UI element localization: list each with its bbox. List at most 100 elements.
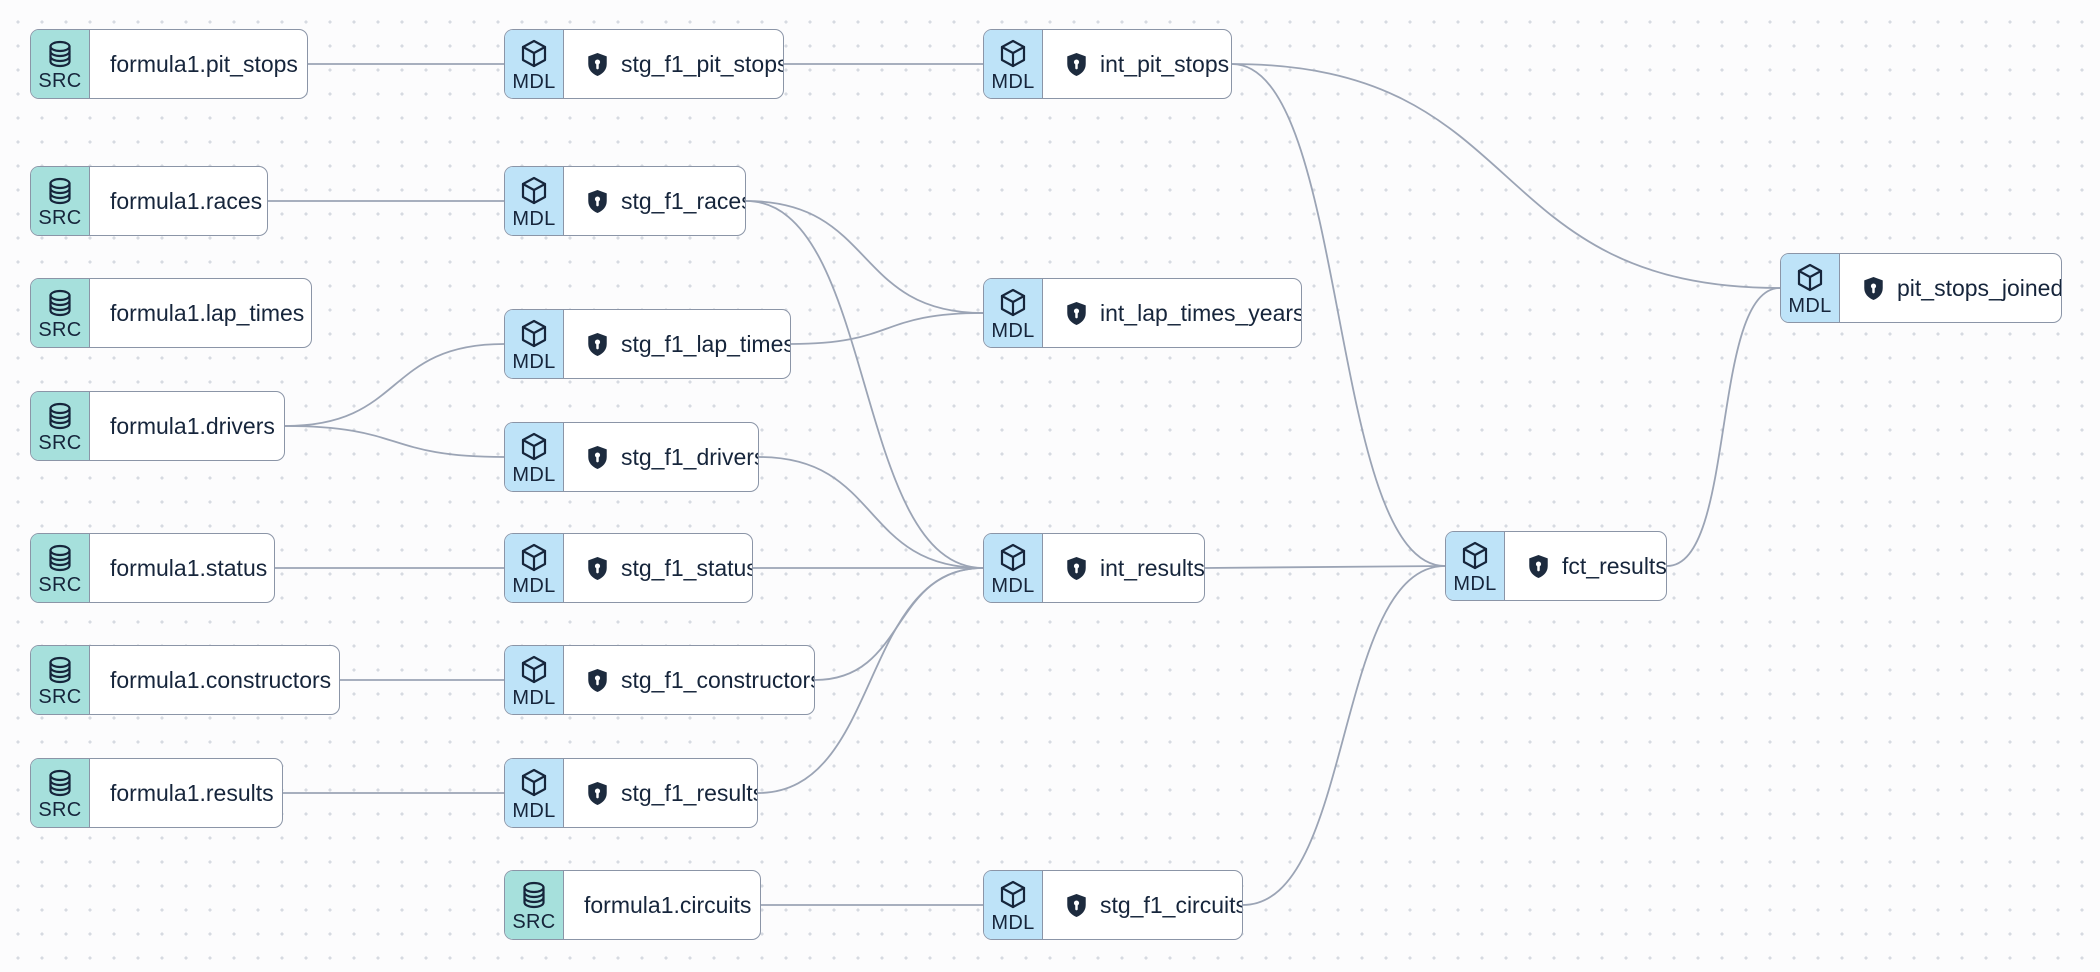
node-label: pit_stops_joined	[1897, 274, 2061, 301]
node-src_circuits[interactable]: SRC formula1.circuits	[504, 870, 761, 940]
node-type-badge: SRC	[31, 646, 90, 714]
node-type-label: SRC	[38, 431, 82, 454]
node-type-label: MDL	[512, 350, 556, 373]
node-type-label: SRC	[38, 798, 82, 821]
node-label: fct_results	[1562, 552, 1666, 579]
node-stg_f1_circuits[interactable]: MDL stg_f1_circuits	[983, 870, 1243, 940]
database-icon	[518, 879, 550, 911]
node-stg_f1_constructors[interactable]: MDL stg_f1_constructors	[504, 645, 815, 715]
edge-stg_f1_drivers-to-int_results	[758, 456, 984, 569]
node-body: stg_f1_circuits	[1043, 871, 1242, 939]
shield-icon	[584, 555, 611, 582]
node-type-badge: SRC	[31, 534, 90, 602]
node-type-label: MDL	[1788, 294, 1832, 317]
cube-icon	[517, 430, 551, 464]
node-label: stg_f1_circuits	[1100, 891, 1242, 918]
node-int_lap_times_years[interactable]: MDL int_lap_times_years	[983, 278, 1302, 348]
cube-icon	[517, 317, 551, 351]
node-type-badge: MDL	[984, 534, 1043, 602]
node-body: stg_f1_constructors	[564, 646, 814, 714]
node-pit_stops_joined[interactable]: MDL pit_stops_joined	[1780, 253, 2062, 323]
node-type-label: MDL	[991, 911, 1035, 934]
node-src_status[interactable]: SRC formula1.status	[30, 533, 275, 603]
node-fct_results[interactable]: MDL fct_results	[1445, 531, 1667, 601]
node-label: stg_f1_races	[621, 187, 745, 214]
shield-icon	[1063, 300, 1090, 327]
node-src_pit_stops[interactable]: SRC formula1.pit_stops	[30, 29, 308, 99]
node-label: stg_f1_pit_stops	[621, 50, 783, 77]
node-stg_f1_drivers[interactable]: MDL stg_f1_drivers	[504, 422, 759, 492]
node-body: stg_f1_status	[564, 534, 752, 602]
node-int_results[interactable]: MDL int_results	[983, 533, 1205, 603]
node-stg_f1_results[interactable]: MDL stg_f1_results	[504, 758, 758, 828]
edge-int_pit_stops-to-pit_stops_joined	[1231, 63, 1781, 289]
node-body: formula1.status	[90, 534, 274, 602]
node-body: pit_stops_joined	[1840, 254, 2061, 322]
shield-icon	[1063, 892, 1090, 919]
node-src_constructors[interactable]: SRC formula1.constructors	[30, 645, 340, 715]
edge-fct_results-to-pit_stops_joined	[1666, 287, 1781, 567]
database-icon	[44, 654, 76, 686]
edge-int_results-to-fct_results	[1204, 565, 1446, 569]
node-type-badge: MDL	[505, 167, 564, 235]
node-body: stg_f1_races	[564, 167, 745, 235]
node-body: formula1.pit_stops	[90, 30, 307, 98]
shield-icon	[584, 444, 611, 471]
node-type-badge: MDL	[984, 30, 1043, 98]
node-type-label: MDL	[991, 319, 1035, 342]
node-type-label: MDL	[512, 686, 556, 709]
edge-src_drivers-to-stg_f1_lap_times	[284, 343, 505, 427]
node-type-label: SRC	[38, 69, 82, 92]
node-label: formula1.status	[110, 554, 268, 581]
node-label: stg_f1_constructors	[621, 666, 814, 693]
node-type-badge: MDL	[505, 310, 564, 378]
node-type-badge: MDL	[1781, 254, 1840, 322]
node-type-label: MDL	[512, 70, 556, 93]
cube-icon	[517, 174, 551, 208]
shield-icon	[584, 51, 611, 78]
node-int_pit_stops[interactable]: MDL int_pit_stops	[983, 29, 1232, 99]
node-body: stg_f1_drivers	[564, 423, 758, 491]
cube-icon	[517, 766, 551, 800]
node-type-badge: MDL	[505, 30, 564, 98]
node-type-label: SRC	[38, 573, 82, 596]
node-src_lap_times[interactable]: SRC formula1.lap_times	[30, 278, 312, 348]
node-src_races[interactable]: SRC formula1.races	[30, 166, 268, 236]
edge-stg_f1_lap_times-to-int_lap_times_years	[790, 312, 984, 345]
cube-icon	[996, 37, 1030, 71]
cube-icon	[517, 37, 551, 71]
node-type-badge: MDL	[505, 534, 564, 602]
node-body: formula1.circuits	[564, 871, 760, 939]
node-label: int_lap_times_years	[1100, 299, 1301, 326]
node-type-badge: MDL	[505, 423, 564, 491]
node-type-badge: SRC	[505, 871, 564, 939]
edge-stg_f1_constructors-to-int_results	[814, 567, 984, 681]
node-body: fct_results	[1505, 532, 1666, 600]
node-type-label: MDL	[1453, 572, 1497, 595]
node-stg_f1_status[interactable]: MDL stg_f1_status	[504, 533, 753, 603]
edge-stg_f1_circuits-to-fct_results	[1242, 565, 1446, 906]
node-body: formula1.constructors	[90, 646, 339, 714]
database-icon	[44, 767, 76, 799]
node-stg_f1_lap_times[interactable]: MDL stg_f1_lap_times	[504, 309, 791, 379]
node-stg_f1_pit_stops[interactable]: MDL stg_f1_pit_stops	[504, 29, 784, 99]
node-body: int_pit_stops	[1043, 30, 1231, 98]
node-body: stg_f1_pit_stops	[564, 30, 783, 98]
node-label: stg_f1_lap_times	[621, 330, 790, 357]
node-type-label: MDL	[512, 799, 556, 822]
shield-icon	[584, 780, 611, 807]
node-body: formula1.races	[90, 167, 267, 235]
node-src_drivers[interactable]: SRC formula1.drivers	[30, 391, 285, 461]
node-type-label: SRC	[38, 685, 82, 708]
node-src_results[interactable]: SRC formula1.results	[30, 758, 283, 828]
node-type-badge: SRC	[31, 167, 90, 235]
node-type-badge: MDL	[1446, 532, 1505, 600]
node-body: int_results	[1043, 534, 1204, 602]
node-label: formula1.constructors	[110, 666, 332, 693]
node-type-badge: SRC	[31, 759, 90, 827]
node-stg_f1_races[interactable]: MDL stg_f1_races	[504, 166, 746, 236]
node-body: formula1.results	[90, 759, 282, 827]
node-label: stg_f1_drivers	[621, 443, 758, 470]
node-label: formula1.pit_stops	[110, 50, 298, 77]
